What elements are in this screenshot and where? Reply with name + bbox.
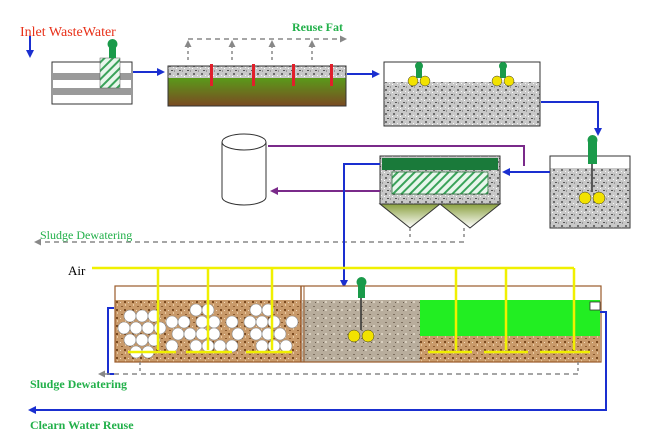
coagulation-tank xyxy=(549,155,631,229)
coag-mixer-icon xyxy=(578,135,606,205)
sludge-dewatering-label-bottom: Sludge Dewatering xyxy=(30,377,127,391)
anoxic-mixer-icon xyxy=(347,277,375,343)
fat-recovery-dashed xyxy=(184,35,347,60)
grease-trap-tank xyxy=(167,64,347,107)
internal-recycle-line xyxy=(28,311,607,414)
equalization-tank xyxy=(383,61,541,127)
eq-mixer-icon-2 xyxy=(491,62,515,87)
sludge-dewatering-bottom-line xyxy=(98,362,579,378)
bar-screen xyxy=(51,57,133,105)
air-label: Air xyxy=(68,263,86,278)
sludge-return-line xyxy=(268,145,525,166)
return-sludge-line xyxy=(107,307,114,375)
reuse-fat-label: Reuse Fat xyxy=(292,20,343,34)
sedimentation-tank xyxy=(378,155,502,229)
sludge-storage-tank xyxy=(221,133,267,206)
water-reuse-label: Clearn Water Reuse xyxy=(30,418,134,432)
screen-motor-icon xyxy=(107,39,118,58)
flow-arrow-sed-to-bio xyxy=(340,163,380,288)
air-supply-lines xyxy=(92,266,590,354)
sludge-dewatering-top-line xyxy=(34,228,465,246)
eq-mixer-icon xyxy=(407,62,431,87)
inlet-label: Inlet WasteWater xyxy=(20,25,116,40)
sludge-dewatering-label-top: Sludge Dewatering xyxy=(40,228,133,242)
flow-arrow-eq-to-coag xyxy=(541,101,602,136)
